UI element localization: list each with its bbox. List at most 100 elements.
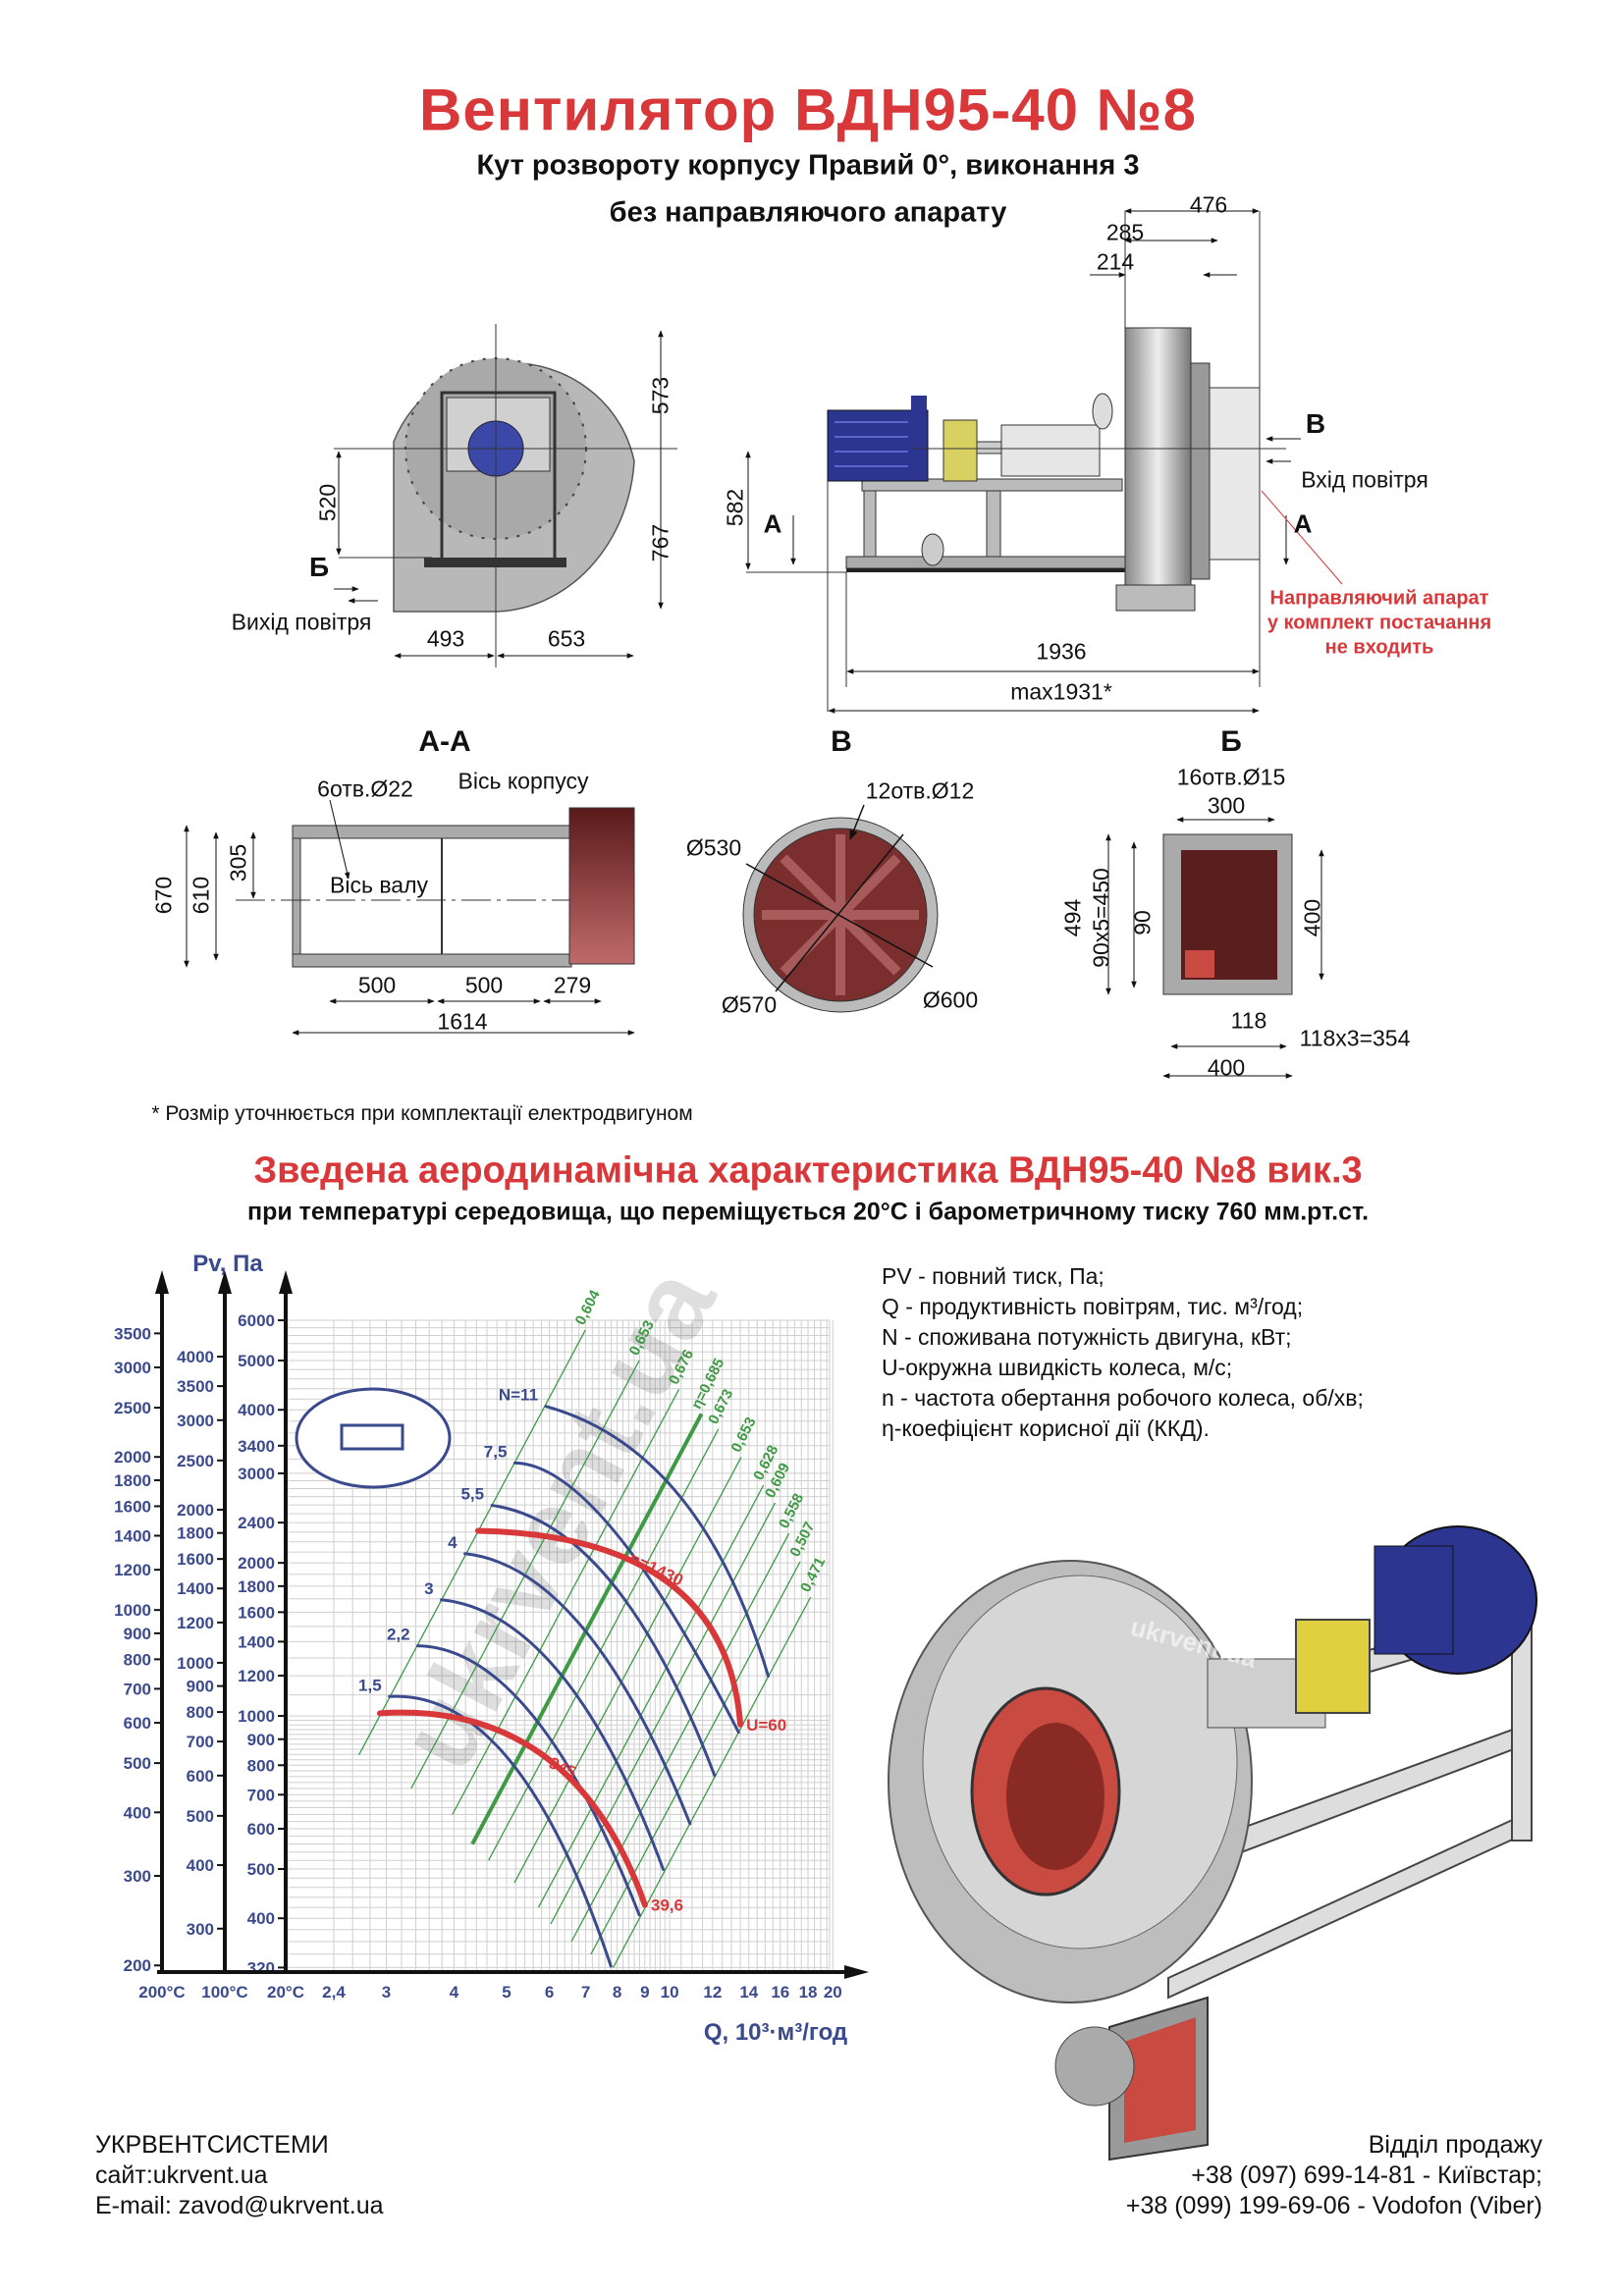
chart-legend: PV - повний тиск, Па; Q - продуктивність… <box>882 1261 1364 1444</box>
x-tick-label: 10 <box>661 1983 679 2002</box>
power-curve-label: 7,5 <box>484 1442 508 1461</box>
fan-3d-render: ukrvent.ua <box>888 1525 1537 2162</box>
section-aa-title: А-А <box>418 725 471 758</box>
y-tick-label: 700 <box>187 1733 214 1751</box>
section-b-drawing <box>1105 817 1324 1079</box>
dim-90: 90 <box>1129 910 1156 935</box>
y-tick-label: 700 <box>124 1680 151 1698</box>
y-tick-label: 1600 <box>177 1550 214 1569</box>
side-view-drawing <box>745 208 1343 714</box>
y-tick-label: 2500 <box>114 1399 151 1417</box>
company-site[interactable]: сайт:ukrvent.ua <box>95 2162 268 2189</box>
dim-400-vert: 400 <box>1299 898 1325 937</box>
legend-u: U-окружна швидкість колеса, м/с; <box>882 1355 1233 1380</box>
tip-speed-label: 39,6 <box>651 1896 683 1915</box>
y-tick-label: 3000 <box>177 1412 214 1430</box>
sales-title: Відділ продажу <box>1368 2131 1542 2159</box>
y-tick-label: 1600 <box>114 1497 151 1516</box>
efficiency-line <box>550 1502 777 1925</box>
dim-494: 494 <box>1059 898 1086 937</box>
section-mark-b: Б <box>308 552 330 582</box>
y-tick-label: 5000 <box>238 1352 275 1370</box>
y-tick-label: 1800 <box>114 1471 151 1490</box>
y-tick-label: 3000 <box>114 1359 151 1377</box>
y-tick-label: 1200 <box>238 1667 275 1685</box>
dim-493: 493 <box>426 625 465 652</box>
y-tick-label: 1400 <box>114 1526 151 1545</box>
efficiency-line <box>452 1389 680 1815</box>
dim-573: 573 <box>647 376 673 415</box>
speed-curve <box>377 1709 648 1908</box>
x-tick-label: 14 <box>739 1983 758 2002</box>
y-tick-label: 1400 <box>177 1579 214 1598</box>
subtitle-no-guide: без направляючого апарату <box>609 196 1007 229</box>
y-tick-label: 600 <box>124 1714 151 1733</box>
dim-max1931: max1931* <box>1010 678 1112 705</box>
subtitle-rotation: Кут розвороту корпусу Правий 0°, виконан… <box>476 149 1140 182</box>
power-curve <box>463 1552 692 1826</box>
x-tick-label: 5 <box>502 1983 511 2002</box>
note-line: у комплект постачання <box>1266 612 1492 634</box>
legend-rpm: n - частота обертання робочого колеса, о… <box>882 1385 1364 1411</box>
y-tick-label: 2400 <box>238 1514 275 1532</box>
chart-title: Зведена аеродинамічна характеристика ВДН… <box>253 1149 1363 1192</box>
y-tick-label: 600 <box>247 1820 275 1839</box>
y-tick-label: 2000 <box>114 1448 151 1467</box>
tip-speed-label: U=60 <box>746 1716 786 1735</box>
y-tick-label: 600 <box>187 1767 214 1786</box>
sales-phone-1[interactable]: +38 (097) 699-14-81 - Київстар; <box>1191 2162 1542 2189</box>
dim-354: 118x3=354 <box>1299 1025 1411 1051</box>
efficiency-line <box>570 1532 790 1943</box>
section-b-title: Б <box>1220 725 1242 758</box>
x-tick-label: 16 <box>771 1983 789 2002</box>
dim-400: 400 <box>1207 1054 1246 1081</box>
dim-653: 653 <box>547 625 586 652</box>
legend-n: N - споживана потужність двигуна, кВт; <box>882 1324 1292 1350</box>
stamp-fan-icon <box>340 1423 404 1451</box>
company-name: УКРВЕНТСИСТЕМИ <box>95 2131 329 2159</box>
axis-temp-label: 200°C <box>138 1983 185 2002</box>
dim-450: 90x5=450 <box>1088 868 1114 968</box>
chart-subtitle: при температурі середовища, що переміщує… <box>246 1198 1370 1226</box>
power-curve-label: 3 <box>424 1579 433 1598</box>
aa-housing-axis: Вісь корпусу <box>458 768 589 794</box>
y-tick-label: 500 <box>124 1754 151 1773</box>
dim-118: 118 <box>1230 1007 1267 1034</box>
x-tick-label: 3 <box>382 1983 391 2002</box>
x-axis-arrow <box>844 1965 869 1979</box>
company-email[interactable]: E-mail: zavod@ukrvent.ua <box>95 2192 384 2219</box>
dim-1614: 1614 <box>437 1008 488 1035</box>
y-tick-label: 3500 <box>114 1324 151 1343</box>
efficiency-line <box>470 1413 704 1845</box>
section-aa-drawing <box>184 799 635 1036</box>
footer-company: УКРВЕНТСИСТЕМИ сайт:ukrvent.ua E-mail: z… <box>95 2130 384 2221</box>
y-tick-label: 1000 <box>238 1707 275 1726</box>
power-curve <box>544 1405 771 1678</box>
power-curve-label: 4 <box>448 1533 458 1552</box>
y-tick-label: 300 <box>187 1920 214 1939</box>
y-axis-title: Pv, Па <box>192 1251 263 1277</box>
speed-curve <box>474 1527 744 1728</box>
sales-phone-2[interactable]: +38 (099) 199-69-06 - Vodofon (Viber) <box>1125 2192 1542 2219</box>
aa-shaft-axis: Вісь валу <box>330 872 428 898</box>
x-tick-label: 4 <box>450 1983 459 2002</box>
y-tick-label: 900 <box>187 1678 214 1696</box>
dim-476: 476 <box>1189 191 1228 218</box>
y-tick-label: 900 <box>124 1625 151 1643</box>
footnote: * Розмір уточнюється при комплектації ел… <box>151 1102 693 1125</box>
efficiency-line <box>488 1428 720 1861</box>
y-tick-label: 500 <box>247 1860 275 1879</box>
power-curve-label: 1,5 <box>358 1676 382 1694</box>
dim-d600: Ø600 <box>922 987 979 1013</box>
y-tick-label: 800 <box>124 1650 151 1669</box>
y-tick-label: 1000 <box>177 1654 214 1673</box>
x-tick-label: 8 <box>613 1983 621 2002</box>
dim-500a: 500 <box>357 972 397 998</box>
y-tick-label: 800 <box>187 1703 214 1722</box>
x-tick-label: 6 <box>545 1983 554 2002</box>
stamp-ellipse <box>295 1387 452 1489</box>
power-curve <box>440 1598 666 1871</box>
dim-582: 582 <box>722 488 748 527</box>
y-tick-label: 6000 <box>238 1311 275 1330</box>
y-tick-label: 320 <box>247 1958 275 1977</box>
